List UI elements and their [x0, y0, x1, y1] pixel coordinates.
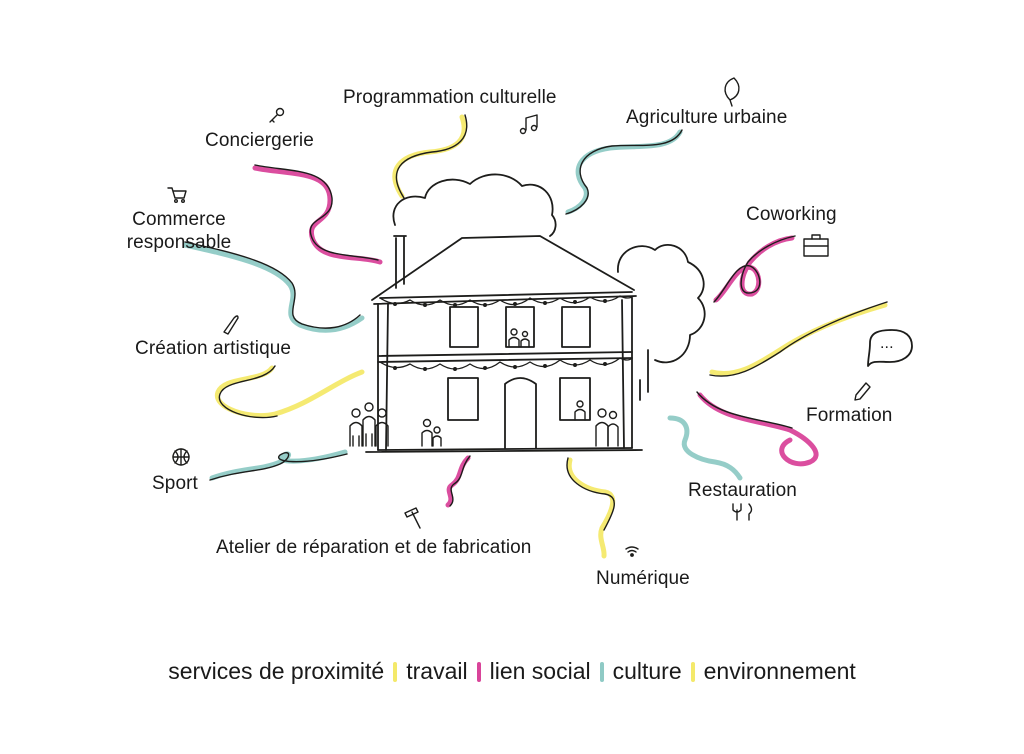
label-conciergerie: Conciergerie — [205, 130, 314, 151]
window — [447, 377, 479, 421]
ribbon-creation — [214, 365, 365, 419]
label-atelier: Atelier de réparation et de fabrication — [216, 537, 532, 558]
label-commerce-line2: responsable — [126, 232, 232, 253]
ribbon-formation — [697, 392, 819, 467]
shopping-cart-icon — [167, 187, 187, 203]
briefcase-icon — [803, 234, 829, 257]
tree-canopy — [392, 173, 706, 401]
people-group — [349, 402, 619, 447]
legend-swatch-yellow-2 — [690, 662, 695, 682]
roof — [371, 235, 635, 301]
label-restauration: Restauration — [688, 480, 797, 501]
ribbon-bubble — [709, 302, 888, 376]
ribbons — [182, 114, 888, 559]
ball-icon — [172, 448, 190, 466]
hammer-icon — [404, 507, 421, 529]
window — [449, 306, 479, 348]
label-agriculture-urbaine: Agriculture urbaine — [626, 107, 788, 128]
legend-swatch-yellow — [393, 662, 398, 682]
label-programmation-culturelle: Programmation culturelle — [343, 87, 557, 108]
chimney — [393, 235, 407, 289]
ribbon-coworking — [713, 235, 795, 303]
legend-item-culture: culture — [612, 658, 682, 684]
paintbrush-icon — [223, 315, 239, 335]
pencil-icon — [854, 382, 871, 401]
ribbon-programmation — [392, 114, 467, 199]
legend-item-environnement: environnement — [703, 658, 856, 684]
house — [349, 235, 643, 453]
window — [505, 306, 535, 348]
label-creation-artistique: Création artistique — [135, 338, 292, 359]
label-coworking: Coworking — [746, 204, 837, 225]
fork-knife-icon — [732, 503, 753, 521]
ribbon-conciergerie — [252, 165, 383, 265]
legend-item-travail: travail — [406, 658, 468, 684]
window — [561, 306, 591, 348]
legend: services de proximité travail lien social c… — [0, 658, 1024, 685]
label-commerce-responsable: Commerce responsable — [124, 208, 234, 254]
ribbon-restauration — [667, 415, 743, 481]
leaf-icon — [724, 77, 740, 107]
label-numerique: Numérique — [596, 568, 690, 589]
legend-swatch-pink — [476, 662, 481, 682]
key-icon — [269, 107, 285, 123]
label-formation: Formation — [806, 405, 893, 426]
speech-bubble — [867, 329, 913, 367]
bubble-ellipsis: ... — [880, 335, 894, 352]
label-sport: Sport — [152, 473, 198, 494]
legend-swatch-teal — [599, 662, 604, 682]
legend-item-services: services de proximité — [168, 658, 385, 684]
ribbon-commerce — [182, 242, 365, 333]
light-bulbs — [393, 299, 607, 371]
music-notes-icon — [519, 114, 538, 135]
walls — [377, 297, 633, 451]
ribbon-outlines — [184, 114, 888, 531]
people-window — [508, 328, 586, 421]
legend-item-lien-social: lien social — [489, 658, 591, 684]
door — [504, 377, 537, 449]
wifi-icon — [625, 546, 639, 557]
label-commerce-line1: Commerce — [132, 209, 226, 230]
ribbon-numerique — [566, 457, 616, 559]
